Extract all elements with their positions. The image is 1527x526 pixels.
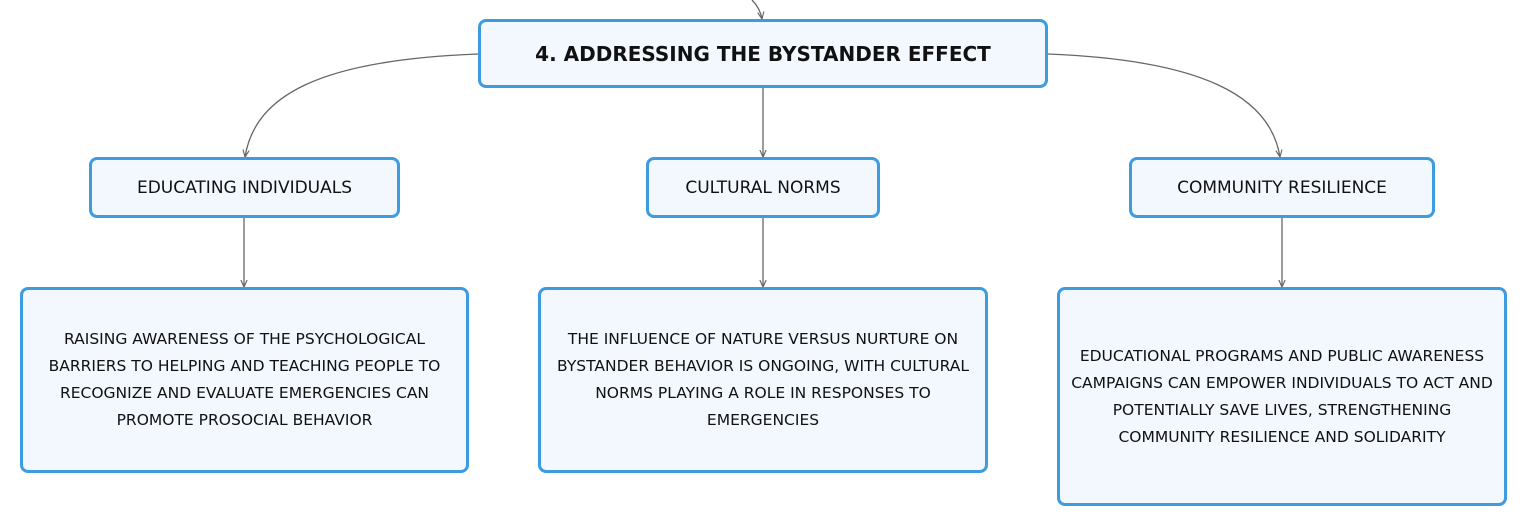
root-topic-node[interactable]: 4. ADDRESSING THE BYSTANDER EFFECT	[478, 19, 1048, 88]
detail-node-cultural-norms[interactable]: THE INFLUENCE OF NATURE VERSUS NURTURE O…	[538, 287, 988, 473]
detail-text: EDUCATIONAL PROGRAMS AND PUBLIC AWARENES…	[1071, 346, 1493, 446]
detail-node-community-resilience[interactable]: EDUCATIONAL PROGRAMS AND PUBLIC AWARENES…	[1057, 287, 1507, 506]
detail-node-educating-individuals[interactable]: RAISING AWARENESS OF THE PSYCHOLOGICAL B…	[20, 287, 469, 473]
connector-root-to-educating	[245, 53, 479, 157]
branch-label: COMMUNITY RESILIENCE	[1177, 177, 1387, 198]
branch-node-educating-individuals[interactable]: EDUCATING INDIVIDUALS	[89, 157, 400, 218]
branch-node-community-resilience[interactable]: COMMUNITY RESILIENCE	[1129, 157, 1435, 218]
branch-label: EDUCATING INDIVIDUALS	[136, 177, 353, 198]
detail-text: THE INFLUENCE OF NATURE VERSUS NURTURE O…	[557, 330, 969, 429]
connector-root-to-community	[1047, 53, 1280, 157]
branch-label: CULTURAL NORMS	[685, 177, 841, 198]
connector-from-parent	[751, 0, 762, 19]
branch-node-cultural-norms[interactable]: CULTURAL NORMS	[646, 157, 880, 218]
root-topic-label: 4. ADDRESSING THE BYSTANDER EFFECT	[535, 41, 991, 66]
detail-text: RAISING AWARENESS OF THE PSYCHOLOGICAL B…	[48, 330, 441, 429]
